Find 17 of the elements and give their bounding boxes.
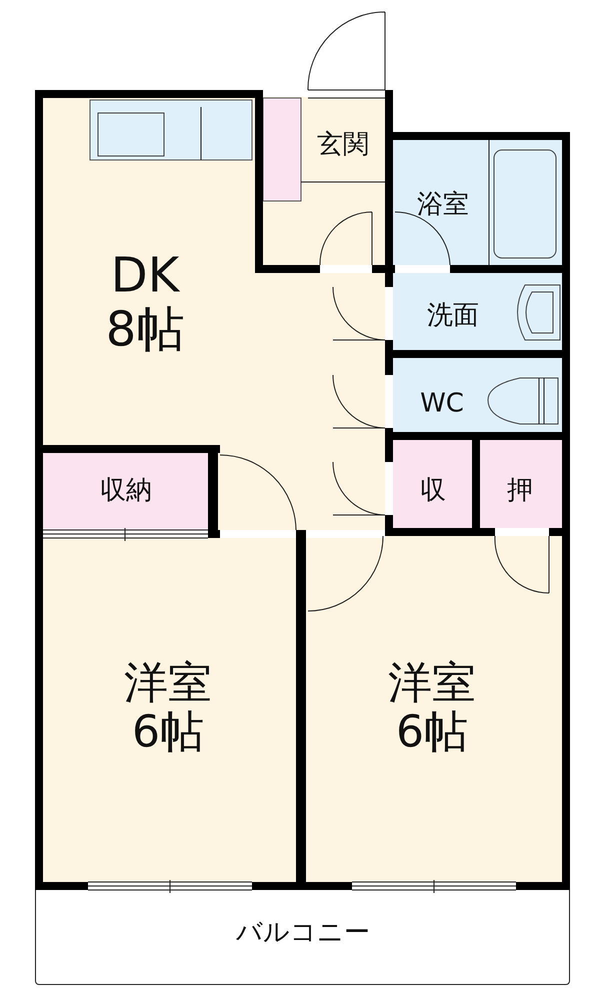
room-area: [306, 536, 564, 884]
room-label: 洋室: [388, 658, 476, 708]
room-label: 浴室: [417, 190, 469, 220]
room-label: WC: [420, 389, 464, 419]
room-label: 収納: [100, 476, 152, 506]
room-label: 収: [420, 476, 446, 506]
room-label: 押: [507, 476, 533, 506]
room-label: DK: [110, 249, 180, 303]
room-label: 6帖: [396, 708, 468, 758]
room-area: [43, 453, 208, 530]
room-area: [40, 536, 296, 884]
room-label: 洗面: [427, 301, 479, 331]
room-label: 玄関: [317, 130, 369, 160]
room-label: バルコニー: [236, 918, 370, 948]
room-label: 洋室: [124, 658, 212, 708]
room-label: 8帖: [106, 303, 184, 357]
room-label: 6帖: [132, 708, 204, 758]
